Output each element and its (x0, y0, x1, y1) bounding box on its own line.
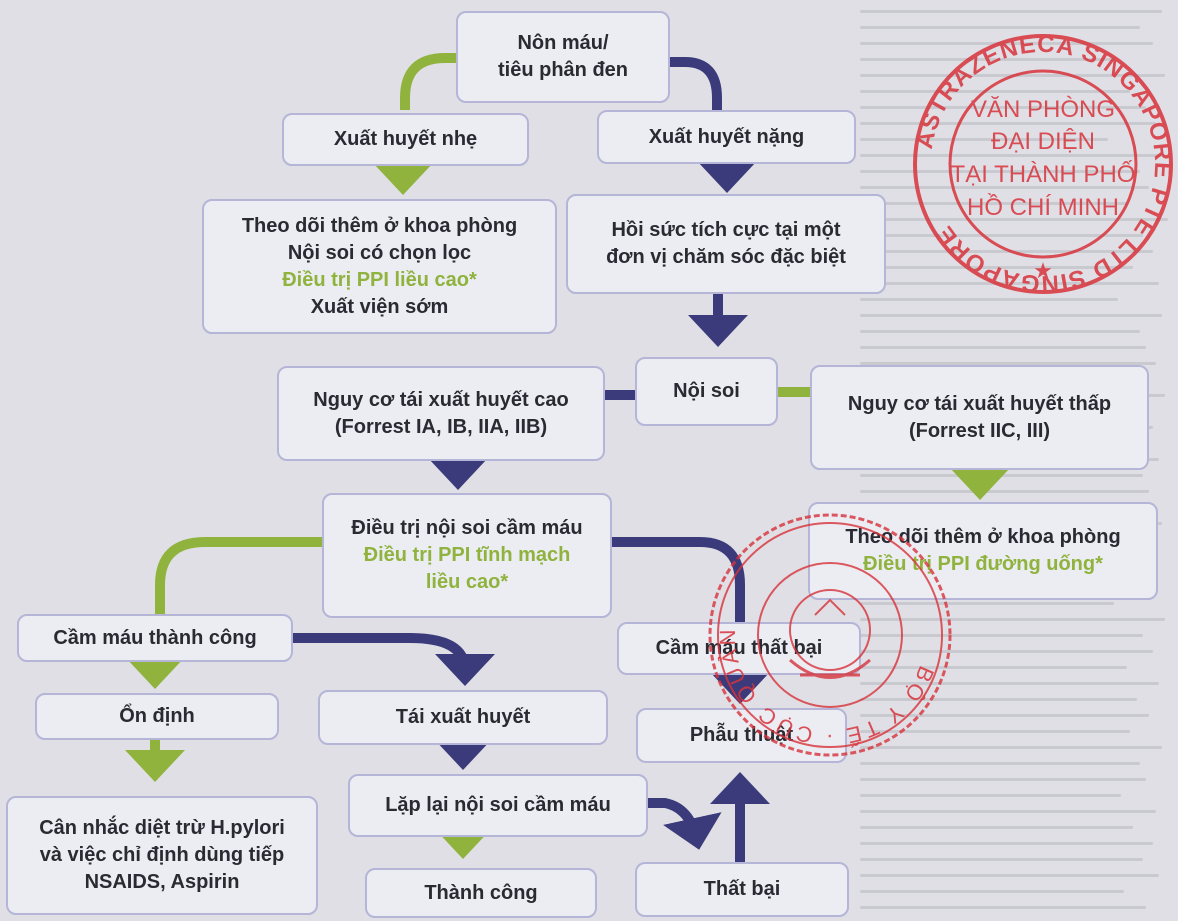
stamp-line-4: HỒ CHÍ MINH (967, 193, 1119, 221)
node-stable-line1: Ổn định (119, 705, 195, 727)
stamp-line-1: VĂN PHÒNG (971, 96, 1115, 123)
node-repeat-endoscopy: Lặp lại nội soi cầm máu (348, 774, 648, 837)
arrow-start-to-mild (400, 53, 460, 110)
node-mild-bleeding: Xuất huyết nhẹ (282, 113, 529, 166)
node-icu-line1: Hồi sức tích cực tại một (611, 219, 841, 241)
node-followup-mild: Theo dõi thêm ở khoa phòng Nội soi có ch… (202, 199, 557, 334)
ministry-of-health-seal: BỘ Y TẾ · CỤC QUẢN LÝ DƯỢC (700, 510, 952, 757)
node-consider-line1: Cân nhắc diệt trừ H.pylori (39, 817, 285, 839)
node-followup-oral-line1: Theo dõi thêm ở khoa phòng (845, 526, 1121, 548)
svg-text:BỘ Y TẾ · CỤC QUẢN LÝ DƯỢC: BỘ Y TẾ · CỤC QUẢN LÝ DƯỢC (700, 510, 939, 750)
node-low-risk-line1: Nguy cơ tái xuất huyết thấp (847, 392, 1112, 415)
node-hemostasis-success: Cầm máu thành công (17, 614, 293, 662)
node-low-risk: Nguy cơ tái xuất huyết thấp (Forrest IIC… (810, 365, 1149, 470)
node-endo-treatment-line2: Điều trị PPI tĩnh mạch (363, 544, 571, 566)
arrow-success-to-rebleed (293, 633, 495, 686)
arrow-treatment-to-fail (612, 537, 745, 622)
arrow-treatment-to-success (155, 537, 322, 615)
node-surgery: Phẫu thuật (636, 708, 847, 763)
node-start-line1: Nôn máu/ (517, 32, 609, 54)
node-consider-line3: NSAIDS, Aspirin (84, 871, 240, 893)
node-icu: Hồi sức tích cực tại một đơn vị chăm sóc… (566, 194, 886, 294)
node-high-risk-line2: (Forrest IA, IB, IIA, IIB) (334, 415, 548, 438)
node-endo-treatment-line1: Điều trị nội soi cầm máu (351, 517, 583, 539)
node-failure: Thất bại (635, 862, 849, 917)
node-surgery-line1: Phẫu thuật (689, 724, 794, 746)
node-success-line1: Thành công (424, 881, 538, 904)
node-repeat-endo-line1: Lặp lại nội soi cầm máu (385, 794, 611, 816)
node-mild-line1: Xuất huyết nhẹ (333, 128, 478, 150)
node-start: Nôn máu/ tiêu phân đen (456, 11, 670, 103)
node-endo-treatment-line3: liều cao* (425, 571, 509, 593)
node-consider-hpylori: Cân nhắc diệt trừ H.pylori và việc chỉ đ… (6, 796, 318, 915)
node-consider-line2: và việc chỉ định dùng tiếp (39, 844, 285, 866)
node-hemostasis-fail-line1: Cầm máu thất bại (655, 637, 823, 659)
node-hemostasis-success-line1: Cầm máu thành công (53, 626, 257, 649)
node-failure-line1: Thất bại (703, 878, 781, 900)
node-followup-mild-line2: Nội soi có chọn lọc (287, 241, 472, 264)
node-success: Thành công (365, 868, 597, 918)
arrow-start-to-severe (668, 57, 722, 110)
node-followup-oral: Theo dõi thêm ở khoa phòng Điều trị PPI … (808, 502, 1158, 600)
astrazeneca-office-stamp: ASTRAZENECA SINGAPORE PTE LTD SINGAPORE … (911, 31, 1175, 298)
node-rebleed-line1: Tái xuất huyết (395, 706, 531, 728)
node-endoscopic-treatment: Điều trị nội soi cầm máu Điều trị PPI tĩ… (322, 493, 612, 618)
node-hemostasis-fail: Cầm máu thất bại (617, 622, 861, 675)
node-icu-line2: đơn vị chăm sóc đặc biệt (606, 246, 846, 268)
node-severe-line1: Xuất huyết nặng (648, 125, 805, 148)
node-followup-mild-line4: Xuất viện sớm (310, 295, 449, 318)
node-high-risk-line1: Nguy cơ tái xuất huyết cao (313, 388, 569, 411)
node-rebleed: Tái xuất huyết (318, 690, 608, 745)
node-endoscopy-line1: Nội soi (673, 380, 740, 402)
node-stable: Ổn định (35, 693, 279, 740)
node-high-risk: Nguy cơ tái xuất huyết cao (Forrest IA, … (277, 366, 605, 461)
node-low-risk-line2: (Forrest IIC, III) (908, 419, 1051, 442)
node-start-line2: tiêu phân đen (498, 59, 628, 81)
node-severe-bleeding: Xuất huyết nặng (597, 110, 856, 164)
stamp-line-2: ĐẠI DIỆN (991, 128, 1095, 155)
stamp-line-3: TẠI THÀNH PHỐ (951, 160, 1136, 188)
node-followup-mild-line3: Điều trị PPI liều cao* (282, 268, 477, 291)
arrow-repeat-to-failure (648, 798, 722, 850)
ministry-ring-text: BỘ Y TẾ · CỤC QUẢN LÝ DƯỢC (700, 510, 936, 750)
star-icon: ★ (1033, 259, 1053, 284)
node-endoscopy: Nội soi (635, 357, 778, 426)
node-followup-mild-line1: Theo dõi thêm ở khoa phòng (241, 214, 518, 237)
